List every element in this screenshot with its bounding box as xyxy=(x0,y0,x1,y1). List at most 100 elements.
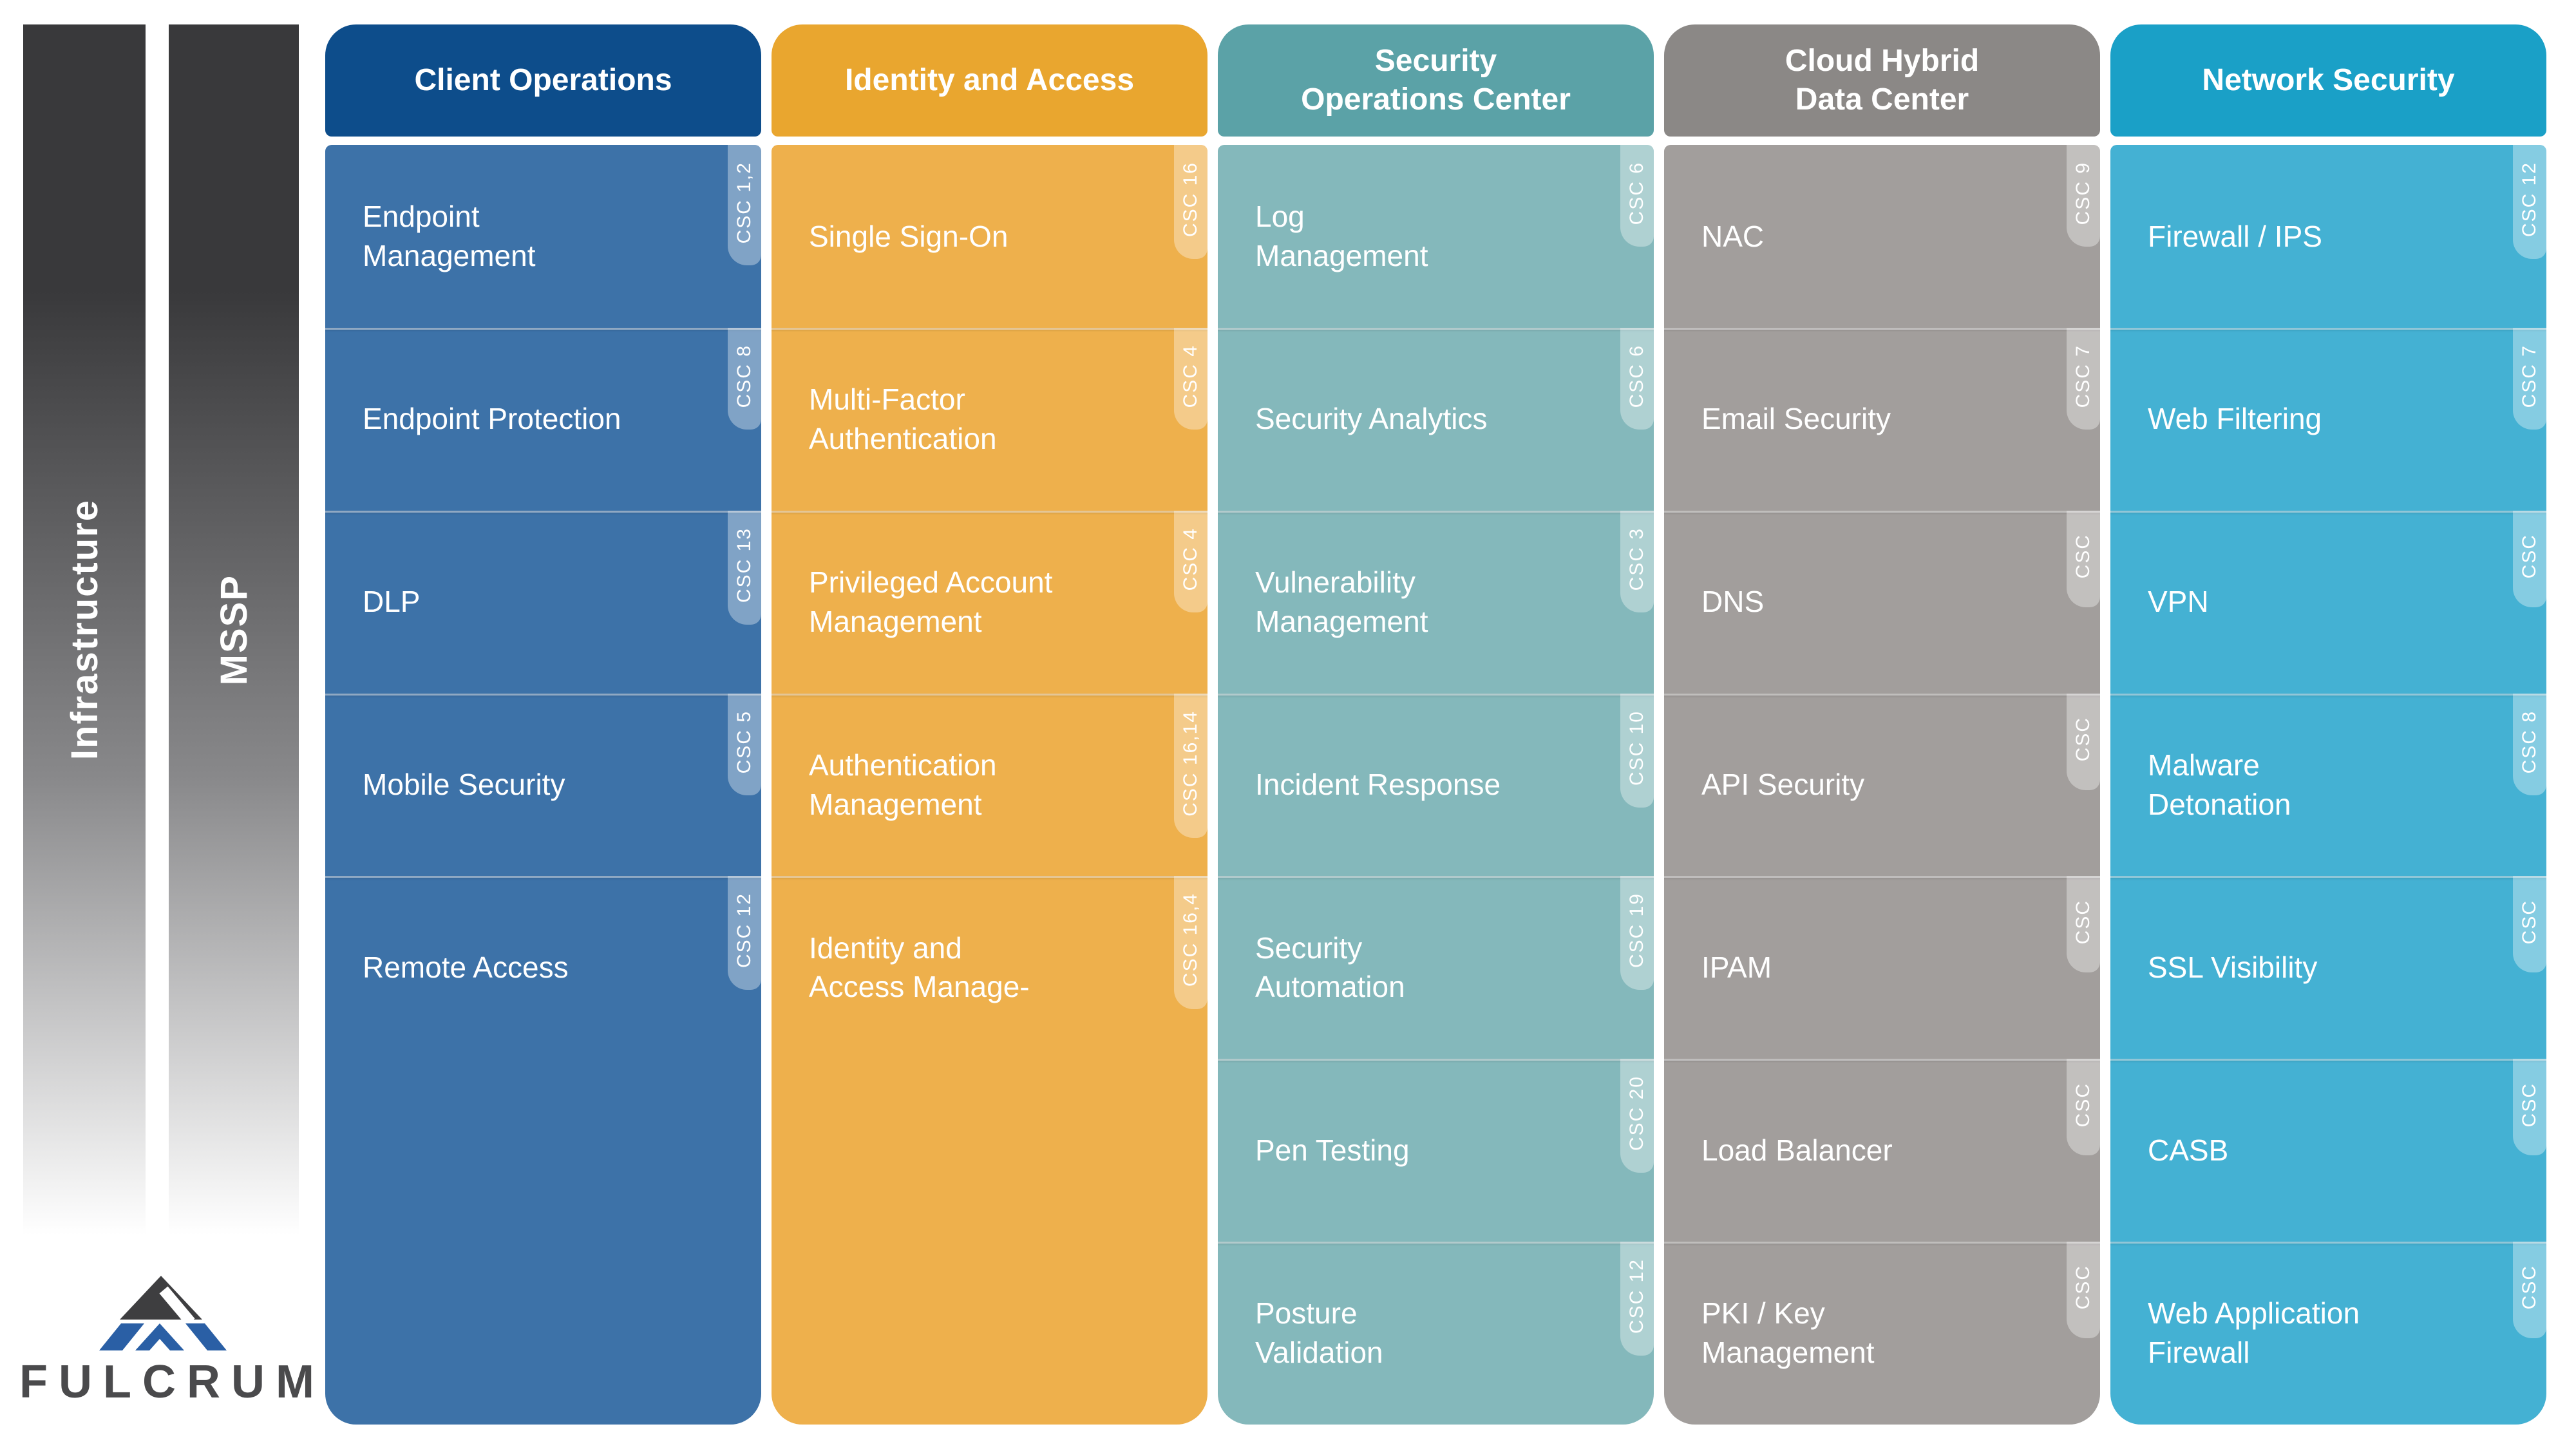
csc-tag-label: CSC 1,2 xyxy=(734,162,755,244)
cell-remote-access: Remote Access CSC 12 xyxy=(325,876,761,1059)
column-title: Identity and Access xyxy=(844,63,1135,97)
csc-tag-label: CSC 6 xyxy=(1626,162,1647,225)
csc-tag-label: CSC 10 xyxy=(1626,710,1647,786)
cell-nac: NAC CSC 9 xyxy=(1664,145,2100,328)
cell-label: Incident Response xyxy=(1255,768,1501,802)
csc-tag-label: CSC 4 xyxy=(1180,344,1201,408)
column-title: Security Operations Center xyxy=(1301,44,1571,117)
csc-tag: CSC xyxy=(2513,876,2546,973)
column-body: Firewall / IPS CSC 12 Web Filtering CSC … xyxy=(2110,145,2546,1425)
cell-label: Firewall / IPS xyxy=(2148,219,2322,253)
cell-label: Mobile Security xyxy=(363,768,565,802)
csc-tag-label: CSC xyxy=(2072,1265,2094,1310)
csc-tag: CSC 5 xyxy=(728,693,761,795)
cell-dns: DNS CSC xyxy=(1664,510,2100,694)
csc-tag-label: CSC 8 xyxy=(2519,710,2540,773)
cell-label: Remote Access xyxy=(363,951,569,984)
csc-tag: CSC 12 xyxy=(1620,1242,1654,1356)
cell-label: VPN xyxy=(2148,585,2209,619)
cell-label: Authentication Management xyxy=(809,748,997,821)
logo-chevron-notch xyxy=(149,1339,170,1350)
logo-left-leg-blue xyxy=(99,1323,144,1350)
csc-tag: CSC xyxy=(2067,1242,2100,1339)
column-title: Client Operations xyxy=(414,63,672,97)
csc-tag: CSC xyxy=(2067,876,2100,973)
csc-tag-label: CSC 8 xyxy=(734,344,755,408)
infrastructure-bar-label: Infrastructure xyxy=(63,499,106,761)
csc-tag: CSC 7 xyxy=(2067,327,2100,430)
csc-tag-label: CSC 20 xyxy=(1626,1075,1647,1151)
csc-tag: CSC 16 xyxy=(1174,145,1208,260)
csc-tag: CSC 6 xyxy=(1620,327,1654,430)
csc-tag-label: CSC xyxy=(2072,899,2094,945)
column-body: Endpoint Management CSC 1,2 Endpoint Pro… xyxy=(325,145,761,1425)
cell-endpoint-protection: Endpoint Protection CSC 8 xyxy=(325,327,761,511)
csc-tag-label: CSC 7 xyxy=(2519,344,2540,408)
cell-web-application-firewall: Web Application Firewall CSC xyxy=(2110,1242,2546,1425)
cell-privileged-account-management: Privileged Account Management CSC 4 xyxy=(772,510,1208,694)
cell-vpn: VPN CSC xyxy=(2110,510,2546,694)
cell-label: Web Application Firewall xyxy=(2148,1296,2360,1370)
columns-container: Client Operations Endpoint Management CS… xyxy=(325,24,2546,1425)
fulcrum-logo-text: FULCRUM xyxy=(19,1356,325,1408)
cell-label: Pen Testing xyxy=(1255,1133,1410,1167)
column-header: Identity and Access xyxy=(772,24,1208,137)
column-header: Cloud Hybrid Data Center xyxy=(1664,24,2100,137)
cell-label: Log Management xyxy=(1255,200,1428,272)
cell-malware-detonation: Malware Detonation CSC 8 xyxy=(2110,693,2546,876)
cell-label: CASB xyxy=(2148,1133,2229,1167)
column-filler xyxy=(772,1059,1208,1425)
csc-tag-label: CSC 12 xyxy=(1626,1258,1647,1334)
cell-web-filtering: Web Filtering CSC 7 xyxy=(2110,327,2546,511)
csc-tag: CSC 7 xyxy=(2513,327,2546,430)
csc-tag: CSC 1,2 xyxy=(728,145,761,266)
csc-tag-label: CSC 7 xyxy=(2072,344,2094,408)
csc-tag-label: CSC 4 xyxy=(1180,527,1201,591)
csc-tag-label: CSC 3 xyxy=(1626,527,1647,591)
mssp-bar-label: MSSP xyxy=(213,574,255,686)
column-filler xyxy=(325,1059,761,1425)
cell-label: SSL Visibility xyxy=(2148,951,2318,984)
csc-tag-label: CSC 12 xyxy=(734,893,755,969)
column-body: Log Management CSC 6 Security Analytics … xyxy=(1218,145,1654,1425)
cell-label: PKI / Key Management xyxy=(1701,1296,1875,1370)
column-cloud-hybrid-data-center: Cloud Hybrid Data Center NAC CSC 9 Email… xyxy=(1664,24,2100,1425)
cell-multi-factor-authentication: Multi-Factor Authentication CSC 4 xyxy=(772,327,1208,511)
cell-pen-testing: Pen Testing CSC 20 xyxy=(1218,1059,1654,1242)
column-header: Network Security xyxy=(2110,24,2546,137)
cell-label: DNS xyxy=(1701,585,1765,619)
csc-tag-label: CSC xyxy=(2519,1082,2540,1127)
cell-label: Vulnerability Management xyxy=(1255,565,1428,638)
mountain-logo-icon xyxy=(99,1276,227,1350)
csc-tag-label: CSC xyxy=(2072,1082,2094,1127)
csc-tag: CSC xyxy=(2067,693,2100,790)
column-header: Security Operations Center xyxy=(1218,24,1654,137)
cell-firewall-ips: Firewall / IPS CSC 12 xyxy=(2110,145,2546,328)
column-security-operations-center: Security Operations Center Log Managemen… xyxy=(1218,24,1654,1425)
csc-tag: CSC 16,14 xyxy=(1174,693,1208,838)
cell-label: IPAM xyxy=(1701,951,1772,984)
cell-security-analytics: Security Analytics CSC 6 xyxy=(1218,327,1654,511)
logo-mid-chevron-blue xyxy=(135,1323,184,1350)
cell-label: Security Analytics xyxy=(1255,402,1488,436)
csc-tag-label: CSC 9 xyxy=(2072,162,2094,225)
mssp-bar: MSSP xyxy=(169,24,299,1235)
cell-label: Identity and Access Manage- xyxy=(809,931,1030,1004)
csc-tag-label: CSC 16,14 xyxy=(1180,710,1201,817)
csc-tag-label: CSC 13 xyxy=(734,527,755,603)
csc-tag-label: CSC xyxy=(2072,716,2094,762)
cell-casb: CASB CSC xyxy=(2110,1059,2546,1242)
csc-tag-label: CSC 16 xyxy=(1180,162,1201,238)
csc-tag: CSC 8 xyxy=(2513,693,2546,795)
cell-label: NAC xyxy=(1701,219,1765,253)
column-network-security: Network Security Firewall / IPS CSC 12 W… xyxy=(2110,24,2546,1425)
csc-tag: CSC 4 xyxy=(1174,510,1208,613)
cell-label: DLP xyxy=(363,585,421,619)
csc-tag-label: CSC xyxy=(2519,899,2540,945)
column-body: Single Sign-On CSC 16 Multi-Factor Authe… xyxy=(772,145,1208,1425)
csc-tag-label: CSC xyxy=(2519,534,2540,579)
csc-tag-label: CSC 6 xyxy=(1626,344,1647,408)
cell-identity-and-access-management: Identity and Access Manage- CSC 16,4 xyxy=(772,876,1208,1059)
csc-tag: CSC xyxy=(2067,1059,2100,1156)
